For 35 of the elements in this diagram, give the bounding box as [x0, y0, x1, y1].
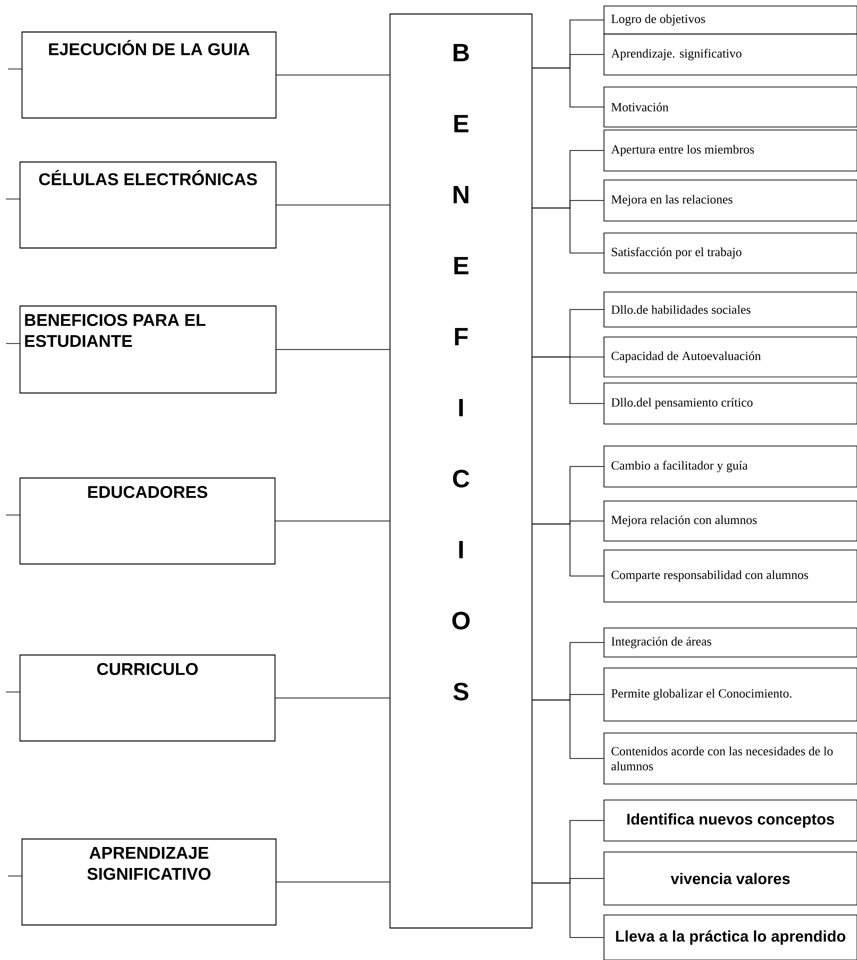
connector-line [532, 356, 604, 404]
benefit-box: Logro de objetivos [604, 6, 857, 34]
connector-line [532, 68, 604, 108]
benefit-box: Contenidos acorde con las necesidades de lo alumnos [604, 732, 857, 784]
benefit-box: Apertura entre los miembros [604, 130, 857, 172]
connector-line [532, 524, 604, 576]
connector-line [275, 520, 390, 522]
benefit-box: Cambio a facilitador y guía [604, 446, 857, 488]
category-box: CÉLULAS ELECTRÓNICAS [20, 162, 276, 248]
benefit-box: Aprendizaje. significativo [604, 34, 857, 76]
benefit-box: Mejora en las relaciones [604, 180, 857, 222]
benefit-box: Identifica nuevos conceptos [604, 800, 857, 842]
benefit-box: Integración de áreas [604, 628, 857, 658]
connector-line [532, 208, 604, 254]
benefit-box: Dllo.de habilidades sociales [604, 292, 857, 328]
benefit-box: Mejora relación con alumnos [604, 500, 857, 542]
benefit-box: Permite globalizar el Conocimiento. [604, 668, 857, 722]
category-box: CURRICULO [20, 654, 276, 742]
benefit-box: Comparte responsabilidad con alumnos [604, 550, 857, 602]
benefit-box: vivencia valores [604, 852, 857, 906]
connector-line [532, 700, 604, 759]
title-box: B E N E F I C I O S [390, 14, 532, 928]
connector-line [532, 882, 604, 938]
benefit-box: Motivación [604, 86, 857, 128]
benefit-box: Lleva a la práctica lo aprendido [604, 914, 857, 960]
category-box: APRENDIZAJE SIGNIFICATIVO [22, 838, 276, 926]
benefit-box: Capacidad de Autoevaluación [604, 336, 857, 378]
connector-line [276, 204, 390, 206]
benefit-box: Dllo.del pensamiento crítico [604, 382, 857, 424]
connector-line [276, 349, 390, 350]
category-box: EJECUCIÓN DE LA GUIA [22, 32, 276, 118]
benefit-box: Satisfacción por el trabajo [604, 232, 857, 274]
connector-line [276, 74, 390, 76]
category-box: EDUCADORES [20, 478, 276, 564]
category-box: BENEFICIOS PARA EL ESTUDIANTE [20, 306, 276, 394]
